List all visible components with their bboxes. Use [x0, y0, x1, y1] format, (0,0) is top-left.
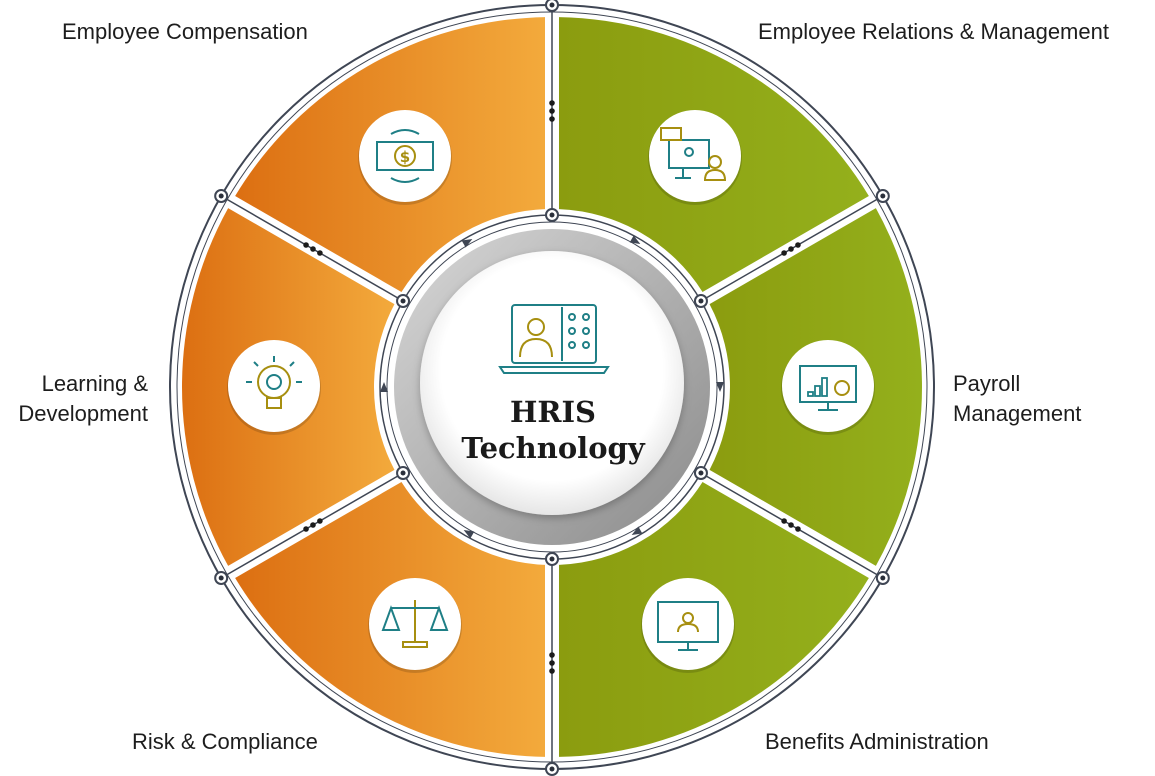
icon-badge-circle	[649, 110, 741, 202]
divider-dot	[549, 652, 555, 658]
computer-chat-user-icon	[660, 127, 727, 181]
connector-node-dot	[218, 193, 224, 199]
cycle-arrow	[716, 382, 724, 392]
divider-dot	[781, 250, 787, 256]
divider-dot	[781, 518, 787, 524]
icon-badge-risk	[368, 578, 462, 673]
money-cycle-icon: $	[376, 129, 434, 183]
divider-dot	[303, 242, 309, 248]
icon-badge-learning	[227, 340, 321, 435]
icon-badge-relations	[648, 110, 742, 205]
monitor-user-icon	[657, 601, 719, 651]
divider-dot	[795, 242, 801, 248]
label-employee-relations: Employee Relations & Management	[758, 19, 1109, 44]
connector-node-dot	[549, 212, 555, 218]
divider-dot	[795, 526, 801, 532]
divider-dot	[549, 116, 555, 122]
label-payroll-line2: Management	[953, 401, 1082, 426]
icon-badge-payroll	[781, 340, 875, 435]
label-payroll-management: Payroll Management	[953, 369, 1081, 429]
label-risk-compliance: Risk & Compliance	[132, 729, 318, 754]
scales-icon	[381, 600, 449, 648]
hub-disc	[420, 251, 684, 515]
icon-badge-circle	[228, 340, 320, 432]
divider-dot	[549, 668, 555, 674]
connector-node-dot	[400, 470, 406, 476]
label-learning-development: Learning & Development	[0, 369, 148, 429]
label-benefits-administration: Benefits Administration	[765, 729, 989, 754]
divider-dot	[303, 526, 309, 532]
connector-node-dot	[549, 556, 555, 562]
divider-dot	[310, 522, 316, 528]
label-payroll-line1: Payroll	[953, 371, 1021, 396]
hub-title-line2: Technology	[461, 431, 645, 465]
svg-text:$: $	[400, 148, 410, 166]
label-learning-line1: Learning &	[41, 371, 148, 396]
icon-badge-circle	[359, 110, 451, 202]
icon-badge-compensation: $	[358, 110, 452, 205]
label-learning-line2: Development	[18, 401, 148, 426]
connector-node-dot	[880, 193, 886, 199]
icon-badge-circle	[782, 340, 874, 432]
divider-dot	[549, 108, 555, 114]
cycle-arrow	[461, 239, 473, 248]
monitor-chart-dollar-icon	[799, 365, 857, 411]
hub-title: HRIS Technology	[453, 394, 653, 466]
cycle-arrow	[463, 529, 475, 539]
cycle-arrow	[629, 235, 641, 245]
connector-node-dot	[698, 298, 704, 304]
label-employee-compensation: Employee Compensation	[62, 19, 308, 44]
connector-node-dot	[698, 470, 704, 476]
divider-dot	[788, 522, 794, 528]
cycle-arrow	[631, 526, 643, 535]
divider-dot	[788, 246, 794, 252]
connector-node-dot	[549, 766, 555, 772]
divider-dot	[317, 250, 323, 256]
divider-dot	[317, 518, 323, 524]
divider-dot	[549, 100, 555, 106]
cycle-arrows	[380, 235, 724, 539]
cycle-arrow	[380, 382, 388, 392]
connector-nodes	[214, 0, 890, 776]
lightbulb-gear-icon	[246, 356, 302, 409]
laptop-video-conference-icon	[498, 304, 610, 374]
connector-node-dot	[218, 575, 224, 581]
segment-icons: $	[227, 110, 875, 673]
connector-node-dot	[549, 2, 555, 8]
divider-dot	[310, 246, 316, 252]
icon-badge-benefits	[641, 578, 735, 673]
divider-dot	[549, 660, 555, 666]
connector-node-dot	[400, 298, 406, 304]
hub-title-line1: HRIS	[509, 395, 596, 429]
connector-node-dot	[880, 575, 886, 581]
